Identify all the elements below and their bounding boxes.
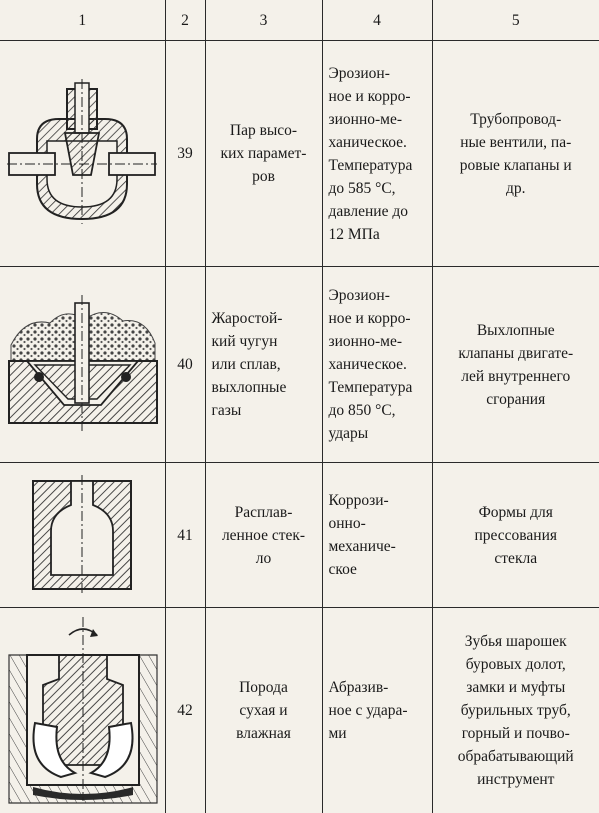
header-col-3: 3 <box>204 0 323 41</box>
glass-mold-drawing-icon <box>32 475 133 593</box>
medium-cell: Жаростой- кий чугун или сплав, выхлопные… <box>204 266 323 463</box>
row-number: 40 <box>164 266 206 463</box>
wear-type-cell: Коррози- онно- механиче- ское <box>321 462 433 608</box>
row-number: 42 <box>164 607 206 813</box>
drill-bit-drawing-icon <box>8 617 158 804</box>
row-number: 41 <box>164 462 206 608</box>
medium-cell: Расплав- ленное стек- ло <box>204 462 323 608</box>
application-cell: Трубопровод- ные вентили, па- ровые клап… <box>431 40 599 267</box>
medium-cell: Пар высо- ких парамет- ров <box>204 40 323 267</box>
wear-type-cell: Абразив- ное с ударa- ми <box>321 607 433 813</box>
steam-valve-drawing-icon <box>7 78 158 224</box>
steam-valve-figure <box>0 40 166 267</box>
wear-type-cell: Эрозион- ное и корро- зионно-ме- ханичес… <box>321 40 433 267</box>
exhaust-valve-drawing-icon <box>7 294 158 431</box>
table-row: 42 Порода сухая и влажная Абразив- ное с… <box>0 607 599 813</box>
medium-cell: Порода сухая и влажная <box>204 607 323 813</box>
header-col-4: 4 <box>321 0 433 41</box>
row-number: 39 <box>164 40 206 267</box>
application-cell: Формы для прессования стекла <box>431 462 599 608</box>
table-row: 41 Расплав- ленное стек- ло Коррози- онн… <box>0 462 599 608</box>
header-col-2: 2 <box>164 0 206 41</box>
application-cell: Зубья шарошек буровых долот, замки и муф… <box>431 607 599 813</box>
drill-bit-figure <box>0 607 166 813</box>
table-row: 39 Пар высо- ких парамет- ров Эрозион- н… <box>0 40 599 267</box>
table-row: 40 Жаростой- кий чугун или сплав, выхлоп… <box>0 266 599 463</box>
application-cell: Выхлопные клапаны двигате- лей внутренне… <box>431 266 599 463</box>
header-col-1: 1 <box>0 0 166 41</box>
header-col-5: 5 <box>431 0 599 41</box>
exhaust-valve-figure <box>0 266 166 463</box>
wear-type-cell: Эрозион- ное и корро- зионно-ме- ханичес… <box>321 266 433 463</box>
glass-mold-figure <box>0 462 166 608</box>
header-row: 1 2 3 4 5 <box>0 0 599 41</box>
